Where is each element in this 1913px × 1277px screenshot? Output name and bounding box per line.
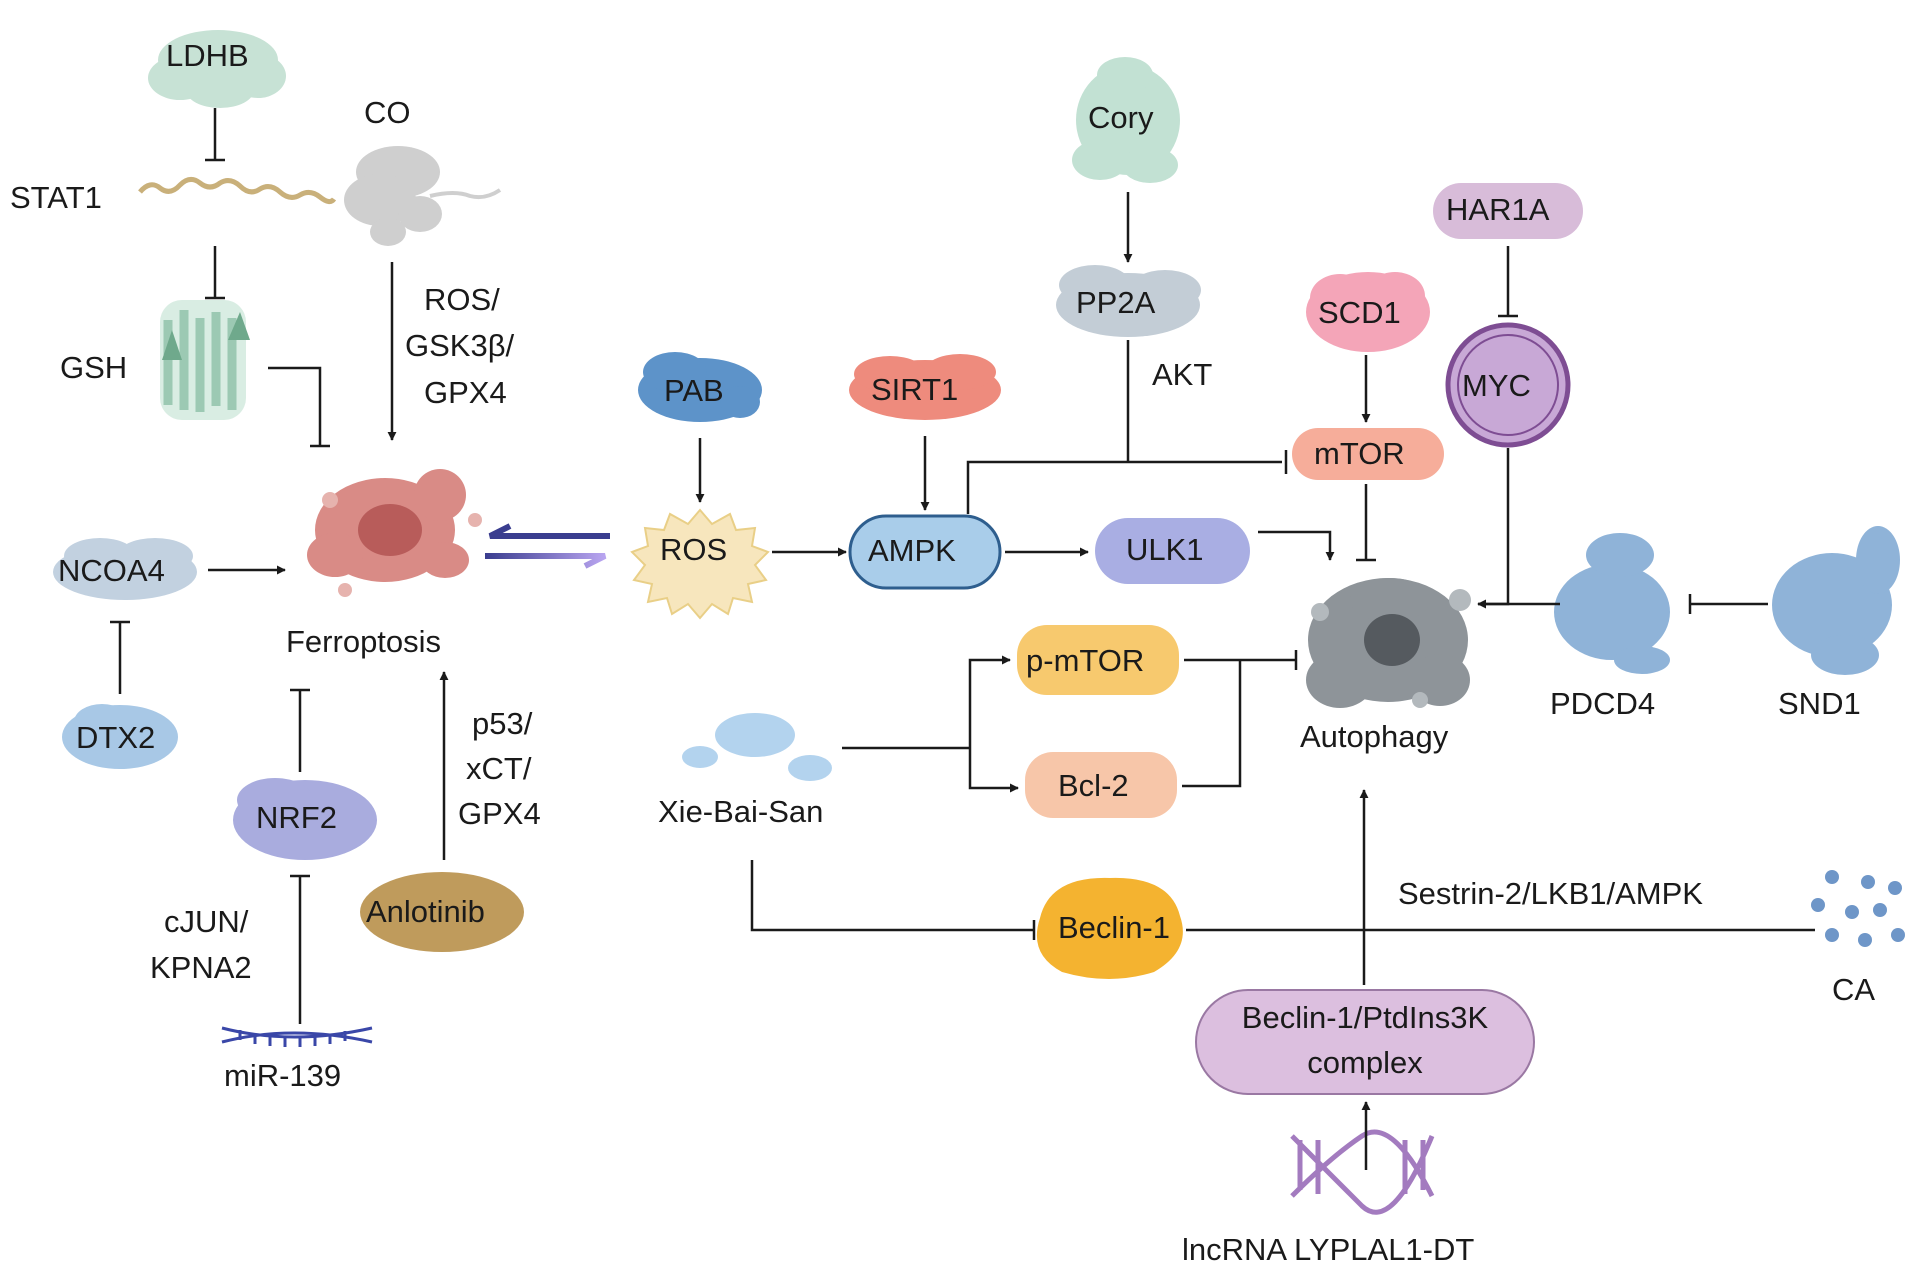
- mir139-label: miR-139: [224, 1058, 342, 1093]
- anlotinib-path-label-1: p53/: [472, 706, 533, 741]
- edge-xiebaisan-bcl2: [968, 748, 1019, 793]
- reversible-arrows: [485, 523, 610, 569]
- gsh-label: GSH: [60, 350, 128, 385]
- cory-shape: [1072, 57, 1180, 183]
- bcl2-shape: [1025, 752, 1177, 818]
- mir139-path-label-1: cJUN/: [164, 904, 249, 939]
- ros-shape: [630, 508, 770, 620]
- myc-shape: [1445, 322, 1571, 448]
- lncrna-label: lncRNA LYPLAL1-DT: [1182, 1232, 1475, 1267]
- ncoa4-label: NCOA4: [58, 553, 165, 588]
- edge-ampk-mtor: [966, 460, 1282, 514]
- complex-label-1: Beclin-1/PtdIns3K: [1241, 1000, 1489, 1035]
- edge-xiebaisan-pmtor: [968, 655, 1011, 748]
- myc-inner-ring: [1457, 334, 1559, 436]
- ulk1-label: ULK1: [1126, 532, 1204, 567]
- pmtor-label: p-mTOR: [1026, 643, 1145, 678]
- snd1-label: SND1: [1778, 686, 1861, 721]
- co-label: CO: [364, 95, 411, 130]
- complex-label-2: complex: [1307, 1045, 1423, 1080]
- ldhb-shape: [148, 30, 286, 108]
- edge-bcl2-autophagy: [1182, 660, 1242, 788]
- pab-label: PAB: [664, 373, 724, 408]
- scd1-label: SCD1: [1318, 295, 1401, 330]
- pdcd4-shape: [1554, 533, 1670, 674]
- pmtor-shape: [1017, 625, 1179, 695]
- anlotinib-shape: [360, 872, 524, 952]
- anlotinib-label: Anlotinib: [366, 894, 485, 929]
- pdcd4-label: PDCD4: [1550, 686, 1656, 721]
- ncoa4-shape: [53, 538, 197, 600]
- snd1-shape: [1772, 526, 1900, 675]
- complex-shape: [1195, 989, 1535, 1095]
- co-path-label-2: GSK3β/: [405, 328, 515, 363]
- pp2a-label: PP2A: [1076, 285, 1156, 320]
- bcl2-label: Bcl-2: [1058, 768, 1129, 803]
- edge-myc-autophagy: [1478, 448, 1510, 606]
- autophagy-label: Autophagy: [1300, 719, 1449, 754]
- dtx2-shape: [62, 704, 178, 769]
- xiebaisan-bubbles-icon: [682, 713, 832, 781]
- ca-path-label: Sestrin-2/LKB1/AMPK: [1398, 876, 1703, 911]
- mtor-label: mTOR: [1314, 436, 1405, 471]
- edge-gsh-ferroptosis: [268, 366, 322, 446]
- dtx2-label: DTX2: [76, 720, 156, 755]
- ldhb-label: LDHB: [166, 38, 249, 73]
- mir139-strand-icon: [221, 1026, 373, 1047]
- co-smoke-icon: [344, 146, 442, 246]
- anlotinib-path-label-2: xCT/: [466, 751, 532, 786]
- sirt1-label: SIRT1: [871, 372, 959, 407]
- mtor-shape: [1292, 428, 1444, 480]
- beclin1-shape: [1036, 877, 1183, 979]
- edge-ulk1-autophagy: [1258, 530, 1335, 561]
- autophagy-cell-icon: [1306, 578, 1471, 708]
- sirt1-shape: [849, 354, 1001, 420]
- scd1-shape: [1306, 272, 1430, 352]
- ros-label: ROS: [660, 532, 728, 567]
- myc-label: MYC: [1462, 368, 1531, 403]
- co-path-label-3: GPX4: [424, 375, 507, 410]
- anlotinib-path-label-3: GPX4: [458, 796, 541, 831]
- pp2a-shape: [1056, 265, 1201, 337]
- nrf2-shape: [233, 778, 377, 860]
- ferroptosis-label: Ferroptosis: [286, 624, 442, 659]
- ferroptosis-cell-icon: [307, 469, 482, 597]
- ampk-shape: [848, 514, 1002, 590]
- xiebaisan-label: Xie-Bai-San: [658, 794, 824, 829]
- co-path-label-1: ROS/: [424, 282, 500, 317]
- ulk1-shape: [1095, 518, 1250, 584]
- edges: [110, 108, 1815, 1170]
- ca-label: CA: [1832, 972, 1876, 1007]
- gsh-protein-icon: [160, 300, 250, 420]
- stat1-label: STAT1: [10, 180, 102, 215]
- har1a-shape: [1433, 183, 1583, 239]
- ampk-label: AMPK: [868, 533, 956, 568]
- lncrna-helix-icon: [1290, 1129, 1435, 1215]
- mir139-path-label-2: KPNA2: [150, 950, 252, 985]
- stat1-helix-icon: [138, 177, 337, 205]
- har1a-label: HAR1A: [1446, 192, 1550, 227]
- akt-label: AKT: [1152, 357, 1213, 392]
- beclin1-label: Beclin-1: [1058, 910, 1170, 945]
- edge-xiebaisan-beclin1: [750, 860, 1034, 932]
- cory-label: Cory: [1088, 100, 1154, 135]
- nrf2-label: NRF2: [256, 800, 337, 835]
- ca-dots-icon: [1811, 870, 1905, 947]
- pab-shape: [638, 352, 762, 422]
